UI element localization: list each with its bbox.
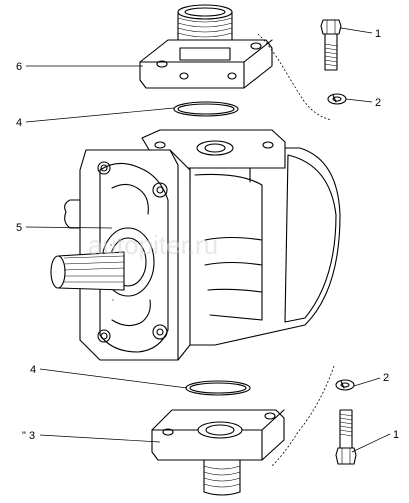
- top-washer: [327, 93, 347, 105]
- callout-pump-body: 5: [16, 222, 22, 234]
- top-bolt: [320, 19, 342, 71]
- leader-lines: [25, 27, 391, 453]
- callout-bolt-bottom: 1: [393, 429, 399, 441]
- top-flange: [139, 4, 273, 89]
- top-bolt-path: [257, 33, 333, 121]
- pump-body: [50, 129, 341, 361]
- callout-washer-top: 2: [375, 97, 381, 109]
- bottom-o-ring: [185, 380, 251, 396]
- callout-washer-bottom: 2: [383, 372, 389, 384]
- callout-o-ring-bottom: 4: [30, 364, 36, 376]
- callout-bolt-top: 1: [375, 28, 381, 40]
- callout-o-ring-top: 4: [16, 117, 22, 129]
- bottom-flange: [151, 409, 285, 496]
- callout-top-flange: 6: [16, 61, 22, 73]
- watermark: autopiter.ru: [88, 230, 218, 260]
- top-o-ring: [173, 101, 239, 117]
- callout-bottom-flange: " 3: [22, 430, 35, 442]
- bottom-washer: [335, 379, 355, 391]
- bottom-bolt: [335, 409, 357, 465]
